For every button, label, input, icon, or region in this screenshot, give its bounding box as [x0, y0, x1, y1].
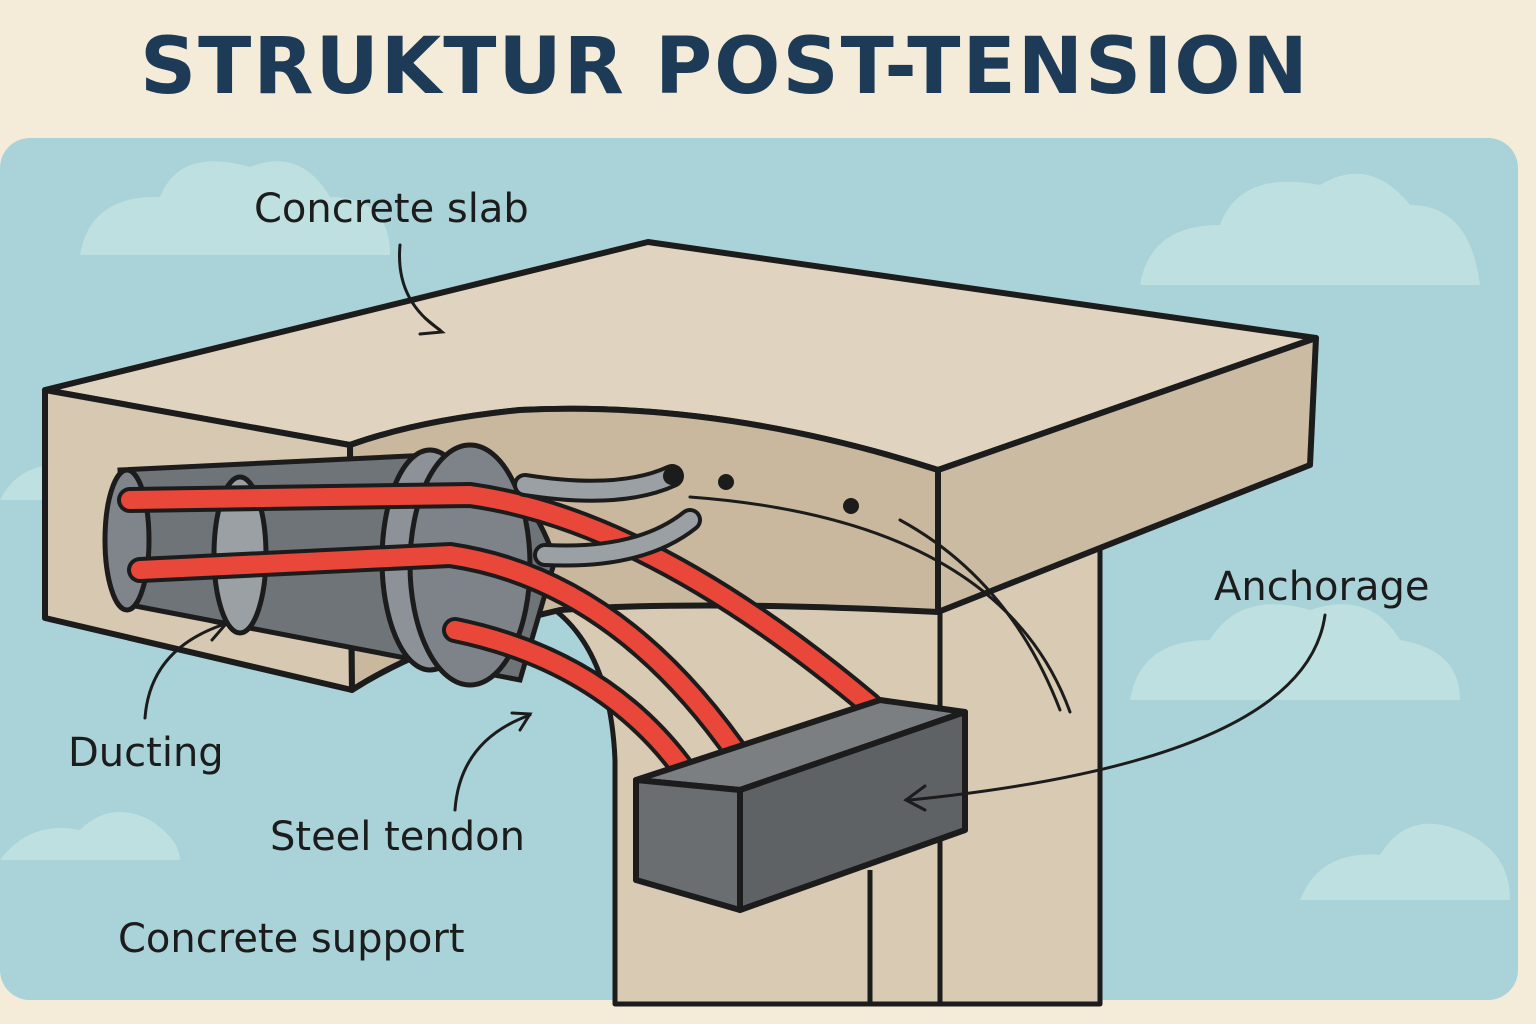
- anchorage-block: [633, 697, 968, 913]
- tendon-arrow-head: [510, 711, 533, 732]
- steel-tendons: [117, 464, 883, 778]
- label-steel-tendon: Steel tendon: [270, 814, 525, 860]
- anchor-pointer-line: [898, 518, 1062, 712]
- slab-arrow-head: [418, 316, 446, 336]
- tendon-arrow: [453, 713, 532, 812]
- anchor-holes: [663, 467, 859, 514]
- label-anchorage: Anchorage: [1214, 564, 1430, 610]
- callout-arrows: [143, 243, 1327, 812]
- duct-arrow: [143, 623, 224, 720]
- tendon-pointer-line: [688, 495, 1072, 714]
- anchor-arrow-head: [903, 784, 927, 812]
- label-concrete-support: Concrete support: [118, 916, 465, 962]
- label-concrete-slab: Concrete slab: [254, 186, 529, 232]
- duct-arrow-head: [203, 618, 228, 642]
- anchor-arrow: [908, 613, 1327, 802]
- label-ducting: Ducting: [68, 730, 224, 776]
- page-title: STRUKTUR POST-TENSION: [140, 22, 1310, 112]
